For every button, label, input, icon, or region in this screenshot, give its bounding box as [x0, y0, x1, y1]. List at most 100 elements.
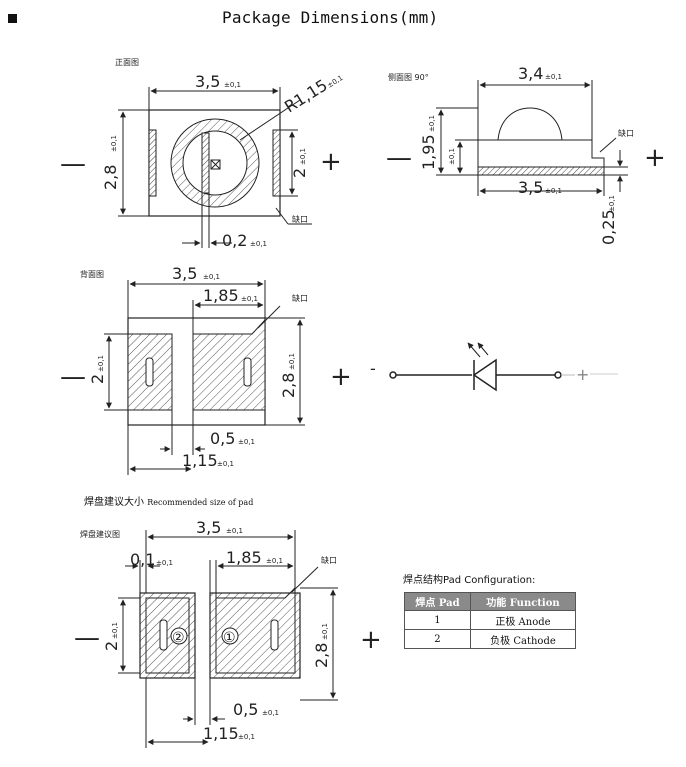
- pad-2-marker: [170, 627, 188, 645]
- pad-slot-right: [270, 619, 279, 651]
- back-pad-right: [192, 318, 266, 411]
- side-dome: [497, 107, 563, 141]
- pad-slot-left: [159, 619, 168, 651]
- pad-config-label: 焊点结构Pad Configuration:: [403, 575, 536, 586]
- side-thickness-tol: ±0,1: [608, 195, 616, 212]
- side-body: [477, 139, 605, 168]
- front-inner-height-tol: ±0,1: [299, 148, 307, 165]
- pad-1-label: ①: [223, 630, 236, 646]
- front-lead-left: [148, 129, 157, 197]
- side-base: [477, 166, 605, 176]
- back-right-height-label: 2,8: [279, 373, 298, 398]
- front-gap-label: 0,2: [222, 231, 247, 250]
- back-minus-sign: —: [60, 362, 86, 392]
- front-height-label: 2,8: [101, 165, 120, 190]
- back-width-tol: ±0,1: [203, 273, 220, 281]
- pad-2-label: ②: [172, 630, 185, 646]
- front-inner-height-label: 2: [290, 168, 309, 178]
- front-width-label: 3,5: [195, 72, 220, 91]
- pad-table-header-pad: 焊点 Pad: [404, 592, 471, 611]
- pad-plus-sign: +: [360, 625, 382, 655]
- side-notch-label: 缺口: [618, 128, 634, 138]
- pad-gap-label: 0,5: [233, 700, 258, 719]
- schematic-labels: - +: [370, 359, 589, 384]
- side-bottom-width-tol: ±0,1: [545, 187, 562, 195]
- pad-config-table: 焊点 Pad 功能 Function 1 正极 Anode 2 负极 Catho…: [404, 592, 577, 649]
- back-pad-width-tol: ±0,1: [241, 295, 258, 303]
- side-minus-sign: —: [386, 143, 412, 173]
- front-electrode: [201, 132, 210, 194]
- front-minus-sign: —: [60, 149, 86, 179]
- back-slot-left: [145, 357, 154, 387]
- pad-inner-right: [215, 586, 296, 674]
- schematic-diode-triangle: [472, 358, 497, 392]
- pad-1-marker: [221, 627, 239, 645]
- front-width-tol: ±0,1: [224, 81, 241, 89]
- pad-right-height-tol: ±0,1: [321, 623, 329, 640]
- pad-right-height-label: 2,8: [312, 643, 331, 668]
- side-height-tol: ±0,1: [428, 115, 436, 132]
- side-view-caption: 侧面图 90°: [388, 72, 429, 82]
- back-width-label: 3,5: [172, 264, 197, 283]
- front-view-caption: 正面图: [115, 58, 139, 67]
- front-gap-tol: ±0,1: [250, 240, 267, 248]
- back-left-height-tol: ±0,1: [97, 355, 105, 372]
- back-pad-width-label: 1,85: [203, 286, 239, 305]
- pad-labels: 3,5 ±0,1 0,1 ±0,1 1,85 ±0,1 缺口 2 ±0,1 2,…: [74, 518, 382, 743]
- schematic-minus: -: [370, 359, 376, 378]
- front-lead-right: [272, 129, 281, 197]
- table-row: 1 正极 Anode: [404, 610, 577, 630]
- back-slot-right: [243, 357, 252, 387]
- front-radius-tol: ±0,1: [326, 74, 345, 90]
- pad-width-label: 3,5: [196, 518, 221, 537]
- pad-margin-tol: ±0,1: [156, 559, 173, 567]
- back-gap-label: 0,5: [210, 429, 235, 448]
- pad-table-header-function: 功能 Function: [469, 592, 577, 611]
- pad-pad-width-label: 1,85: [226, 548, 262, 567]
- back-left-height-label: 2: [88, 374, 107, 384]
- side-thickness-label: 0,25: [599, 209, 618, 245]
- pad-view-caption: 焊盘建议图: [80, 529, 120, 539]
- recommend-label-cn: 焊盘建议大小: [84, 497, 144, 508]
- pad-left-height-label: 2: [102, 641, 121, 651]
- pad-notch-label: 缺口: [321, 555, 337, 565]
- recommend-label-en: Recommended size of pad: [147, 498, 254, 507]
- recommend-label: 焊盘建议大小 Recommended size of pad: [84, 493, 253, 508]
- pad-left-height-tol: ±0,1: [111, 622, 119, 639]
- pad-function-cell: 负极 Cathode: [469, 629, 577, 649]
- back-notch-label: 缺口: [292, 293, 308, 303]
- front-notch-label: 缺口: [292, 214, 308, 224]
- pad-function-cell: 正极 Anode: [469, 610, 577, 630]
- page-header: Package Dimensions(mm): [0, 8, 686, 34]
- back-offset-tol: ±0,1: [217, 460, 234, 468]
- front-view: 正面图: [115, 58, 312, 248]
- table-row: 2 负极 Cathode: [404, 629, 577, 649]
- side-height-label: 1,95: [419, 134, 438, 170]
- back-offset-label: 1,15: [182, 451, 218, 470]
- pad-table-header-row: 焊点 Pad 功能 Function: [404, 592, 577, 611]
- page-title: Package Dimensions(mm): [222, 8, 439, 27]
- diode-schematic: [389, 342, 618, 392]
- schematic-cathode-terminal: [389, 371, 397, 379]
- back-view-caption: 背面图: [80, 269, 104, 279]
- side-plus-sign: +: [644, 143, 666, 173]
- pad-view: 焊盘建议图: [80, 529, 338, 748]
- pad-inner-left: [145, 597, 190, 674]
- back-right-height-tol: ±0,1: [288, 353, 296, 370]
- pad-number-cell: 1: [404, 610, 471, 630]
- side-top-width-label: 3,4: [518, 64, 543, 83]
- pad-offset-label: 1,15: [203, 724, 239, 743]
- pad-gap-tol: ±0,1: [262, 709, 279, 717]
- back-gap-tol: ±0,1: [238, 438, 255, 446]
- side-view: 侧面图 90°: [388, 72, 628, 196]
- side-labels: 3,4 ±0,1 1,95 ±0,1 ±0,1 3,5 ±0,1 0,25 ±0…: [386, 64, 666, 245]
- side-bottom-width-label: 3,5: [518, 178, 543, 197]
- pad-margin-label: 0,1: [130, 550, 155, 569]
- bullet-square-icon: [8, 14, 17, 23]
- side-top-width-tol: ±0,1: [545, 73, 562, 81]
- side-base-tol: ±0,1: [448, 148, 456, 165]
- pad-offset-tol: ±0,1: [238, 733, 255, 741]
- pad-width-tol: ±0,1: [226, 527, 243, 535]
- front-plus-sign: +: [320, 147, 342, 177]
